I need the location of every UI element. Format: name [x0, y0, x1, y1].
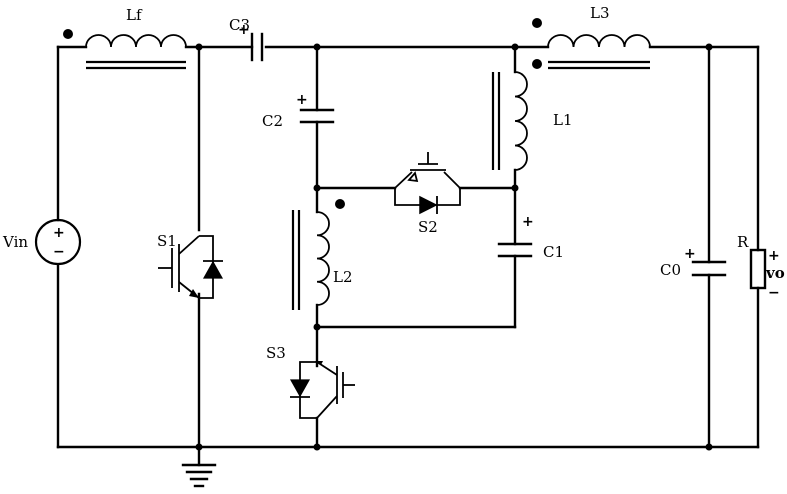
inductor-l1: L1: [493, 59, 573, 170]
minus-vo: −: [768, 285, 780, 301]
inductor-l2: L2: [293, 199, 353, 310]
inductor-l3: L3: [532, 4, 650, 68]
label-vin: Vin: [2, 233, 28, 251]
switch-s2: S2: [395, 152, 460, 236]
voltage-source-vin: + − Vin: [2, 220, 80, 264]
label-c1: C1: [543, 243, 564, 261]
capacitor-c3: C3 +: [229, 16, 262, 60]
label-s3: S3: [266, 344, 286, 362]
wires: [58, 47, 758, 465]
polarity-dot-l3: [532, 18, 542, 28]
capacitor-c0: + C0: [660, 246, 725, 279]
plus-c3: +: [238, 22, 250, 38]
switch-s3: S3: [266, 344, 355, 418]
inductor-lf: Lf: [63, 6, 186, 68]
ground-symbol: [183, 465, 215, 486]
capacitor-c1: + C1: [499, 214, 564, 261]
plus-c2: +: [296, 92, 308, 108]
plus-c0: +: [684, 246, 696, 262]
label-l2: L2: [333, 268, 353, 286]
label-l3: L3: [590, 4, 610, 22]
label-s1: S1: [157, 232, 177, 250]
label-s2: S2: [418, 218, 438, 236]
switch-s1: S1: [157, 232, 223, 298]
label-l1: L1: [553, 111, 573, 129]
plus-vo: +: [768, 248, 780, 264]
polarity-dot-l1: [532, 59, 542, 69]
capacitor-c2: + C2: [262, 92, 333, 130]
polarity-dot-l2: [335, 199, 345, 209]
minus-vin: −: [53, 244, 65, 260]
label-vo: vo: [765, 264, 785, 282]
plus-c1: +: [522, 214, 534, 230]
label-lf: Lf: [126, 6, 143, 24]
label-c0: C0: [660, 261, 681, 279]
plus-vin: +: [53, 225, 65, 241]
label-c2: C2: [262, 112, 283, 130]
label-r: R: [737, 233, 749, 251]
resistor-r: R + vo −: [737, 233, 785, 301]
polarity-dot-lf: [63, 29, 73, 39]
junction-dots: [196, 44, 713, 451]
